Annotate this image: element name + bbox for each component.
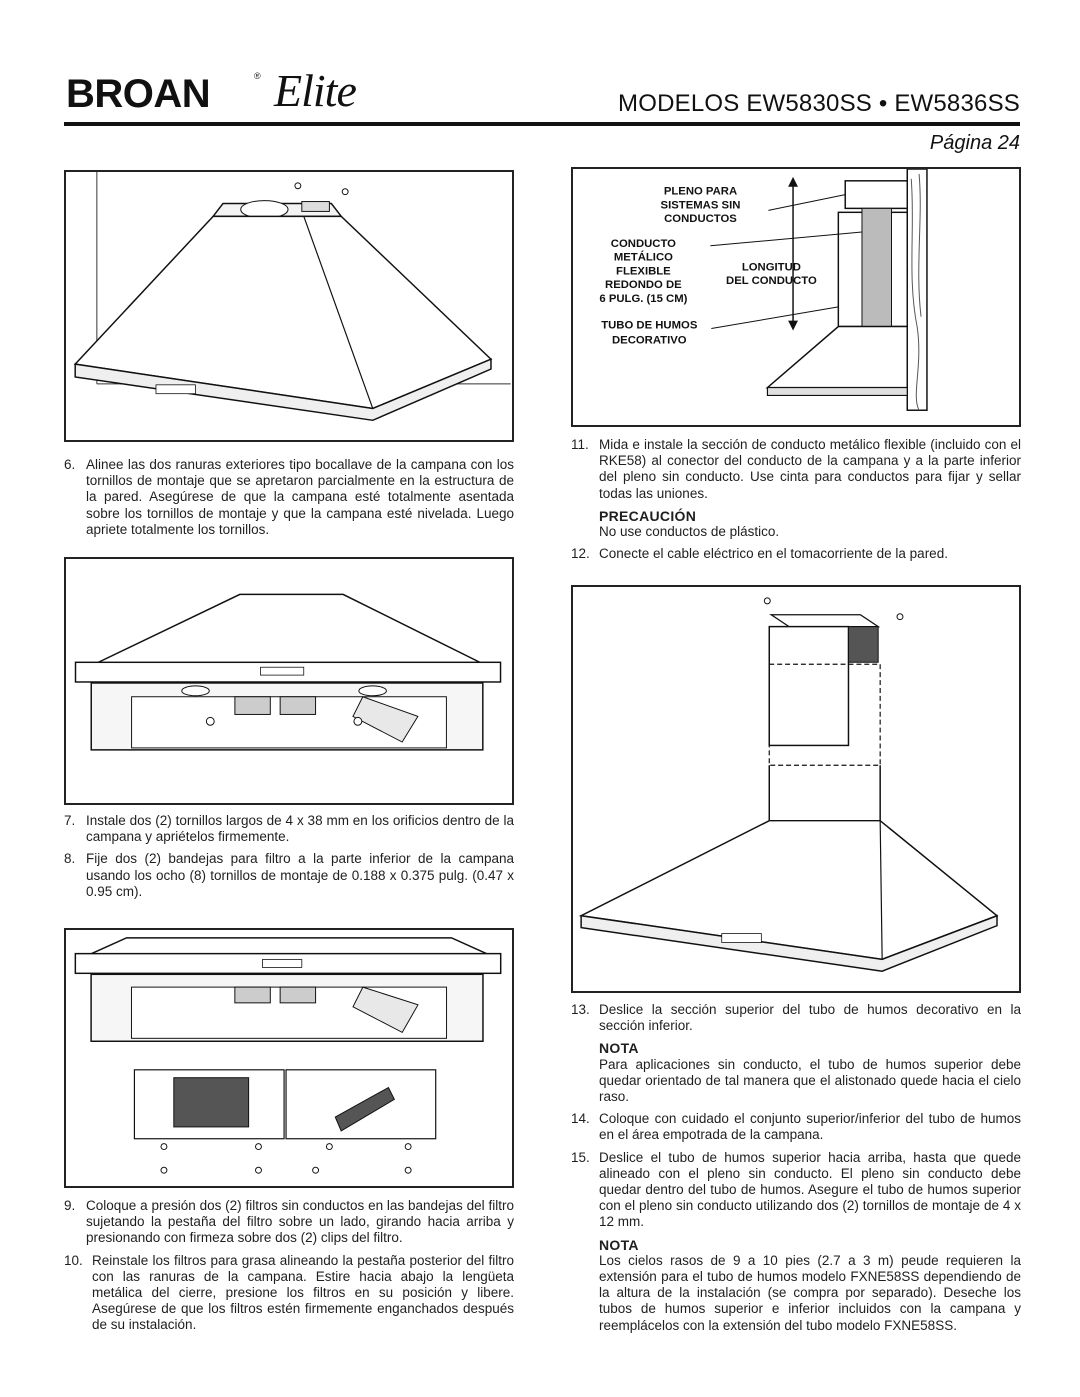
right-text-block-1: 11. Mida e instale la sección de conducto… xyxy=(571,437,1021,568)
label-tubo-2: DECORATIVO xyxy=(612,334,687,346)
step-12: 12. Conecte el cable eléctrico en el toma… xyxy=(571,546,1021,562)
step-13-text: Deslice la sección superior del tubo de … xyxy=(599,1002,1021,1034)
step-7: 7. Instale dos (2) tornillos largos de 4 … xyxy=(64,813,514,845)
left-text-block-3: 9. Coloque a presión dos (2) filtros sin … xyxy=(64,1198,514,1340)
chimney-hood-illustration xyxy=(578,597,999,972)
label-conducto-4: REDONDO DE xyxy=(605,279,682,291)
label-conducto-5: 6 PULG. (15 CM) xyxy=(599,293,687,305)
figure-chimney-hood xyxy=(571,585,1021,993)
note-2-text: Los cielos rasos de 9 a 10 pies (2.7 a 3… xyxy=(599,1252,1021,1333)
label-tubo-1: TUBO DE HUMOS xyxy=(601,320,698,332)
label-conducto-3: FLEXIBLE xyxy=(616,265,671,277)
step-6-text: Alinee las dos ranuras exteriores tipo b… xyxy=(86,457,514,537)
label-pleno-1: PLENO PARA xyxy=(664,186,737,198)
caution-heading: PRECAUCIÓN xyxy=(599,507,697,524)
note-1-text: Para aplicaciones sin conducto, el tubo … xyxy=(599,1056,1021,1105)
right-text-block-2: 13. Deslice la sección superior del tubo … xyxy=(571,1002,1021,1340)
models-title: MODELOS EW5830SS • EW5836SS xyxy=(618,90,1020,117)
step-10-text: Reinstale los filtros para grasa alinean… xyxy=(92,1252,514,1333)
caution-text: No use conductos de plástico. xyxy=(599,524,780,540)
label-conducto-2: METÁLICO xyxy=(614,251,673,264)
note-2-heading: NOTA xyxy=(599,1236,639,1253)
step-13-number: 13. xyxy=(571,1002,590,1017)
step-7-number: 7. xyxy=(64,813,76,828)
left-text-block-2: 7. Instale dos (2) tornillos largos de 4 … xyxy=(64,813,514,906)
step-12-text: Conecte el cable eléctrico en el tomacor… xyxy=(599,546,948,562)
figure-hood-mounting xyxy=(64,170,514,442)
hood-mounting-illustration xyxy=(73,172,511,422)
step-14: 14. Coloque con cuidado el conjunto super… xyxy=(571,1111,1021,1143)
step-10-number: 10. xyxy=(64,1252,83,1268)
hood-underside-illustration xyxy=(74,593,502,751)
step-13: 13. Deslice la sección superior del tubo … xyxy=(571,1002,1021,1034)
step-6-number: 6. xyxy=(64,457,76,472)
label-pleno-2: SISTEMAS SIN xyxy=(661,199,741,211)
figure-filter-trays xyxy=(64,928,514,1188)
filter-trays-illustration xyxy=(74,937,502,1174)
step-15: 15. Deslice el tubo de humos superior hac… xyxy=(571,1150,1021,1231)
step-9-text: Coloque a presión dos (2) filtros sin co… xyxy=(86,1198,514,1246)
step-11: 11. Mida e instale la sección de conducto… xyxy=(571,437,1021,502)
figure-duct-diagram: PLENO PARA SISTEMAS SIN CONDUCTOS CONDUC… xyxy=(571,167,1021,427)
brand-logo: BROAN xyxy=(66,72,211,116)
figure-hood-underside xyxy=(64,557,514,805)
page-header: BROAN ® Elite MODELOS EW5830SS • EW5836S… xyxy=(62,62,1020,134)
step-10: 10. Reinstale los filtros para grasa alin… xyxy=(64,1253,514,1334)
note-1-heading: NOTA xyxy=(599,1040,639,1057)
step-7-text: Instale dos (2) tornillos largos de 4 x … xyxy=(86,813,514,845)
step-11-number: 11. xyxy=(571,437,589,452)
step-8-number: 8. xyxy=(64,851,76,867)
brand-elite-script: Elite xyxy=(274,65,357,116)
step-9-number: 9. xyxy=(64,1198,76,1213)
step-8: 8. Fije dos (2) bandejas para filtro a la… xyxy=(64,851,514,900)
step-14-text: Coloque con cuidado el conjunto superior… xyxy=(599,1111,1021,1143)
left-text-block-1: 6. Alinee las dos ranuras exteriores tipo… xyxy=(64,457,514,544)
label-longitud-1: LONGITUD xyxy=(742,261,801,273)
step-11-text: Mida e instale la sección de conducto me… xyxy=(599,437,1021,501)
step-9: 9. Coloque a presión dos (2) filtros sin … xyxy=(64,1198,514,1247)
registered-mark: ® xyxy=(254,71,261,81)
label-conducto-1: CONDUCTO xyxy=(611,238,676,250)
step-14-number: 14. xyxy=(571,1111,590,1127)
label-longitud-2: DEL CONDUCTO xyxy=(726,275,817,287)
step-6: 6. Alinee las dos ranuras exteriores tipo… xyxy=(64,457,514,538)
step-15-number: 15. xyxy=(571,1149,590,1165)
step-15-text: Deslice el tubo de humos superior hacia … xyxy=(599,1149,1021,1230)
page-number: Página 24 xyxy=(929,132,1020,154)
label-pleno-3: CONDUCTOS xyxy=(664,213,737,225)
step-12-number: 12. xyxy=(571,546,590,562)
step-8-text: Fije dos (2) bandejas para filtro a la p… xyxy=(86,851,514,899)
duct-diagram-illustration: PLENO PARA SISTEMAS SIN CONDUCTOS CONDUC… xyxy=(599,169,928,411)
header-rule xyxy=(64,122,1020,126)
